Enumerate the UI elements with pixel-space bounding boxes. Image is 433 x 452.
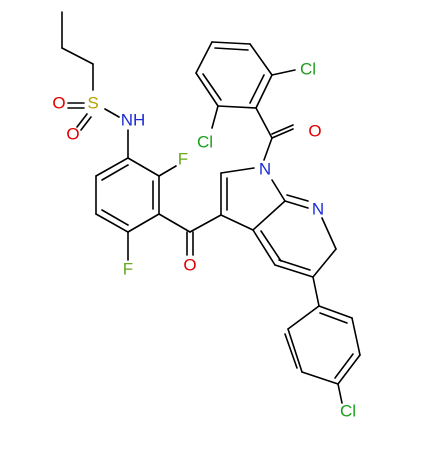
atom-s-sulfonyl: S xyxy=(87,93,98,112)
atom-f-lower: F xyxy=(123,259,133,278)
atom-o-ketone-right: O xyxy=(308,121,321,140)
atom-nh: NH xyxy=(121,110,146,129)
atom-n-pyrrole: N xyxy=(259,159,271,178)
atom-cl-left: Cl xyxy=(197,132,213,151)
atom-f-upper: F xyxy=(178,149,188,168)
atom-o-ketone-left: O xyxy=(183,255,196,274)
atom-o-sulfonyl-1: O xyxy=(52,93,65,112)
atom-o-sulfonyl-2: O xyxy=(66,124,79,143)
atom-cl-para: Cl xyxy=(340,401,356,420)
atom-n-pyridine: N xyxy=(312,199,324,218)
atom-cl-top: Cl xyxy=(300,59,316,78)
bonds xyxy=(61,11,361,404)
atom-labels: O S O NH F F O Cl Cl O N N Cl xyxy=(52,59,356,420)
